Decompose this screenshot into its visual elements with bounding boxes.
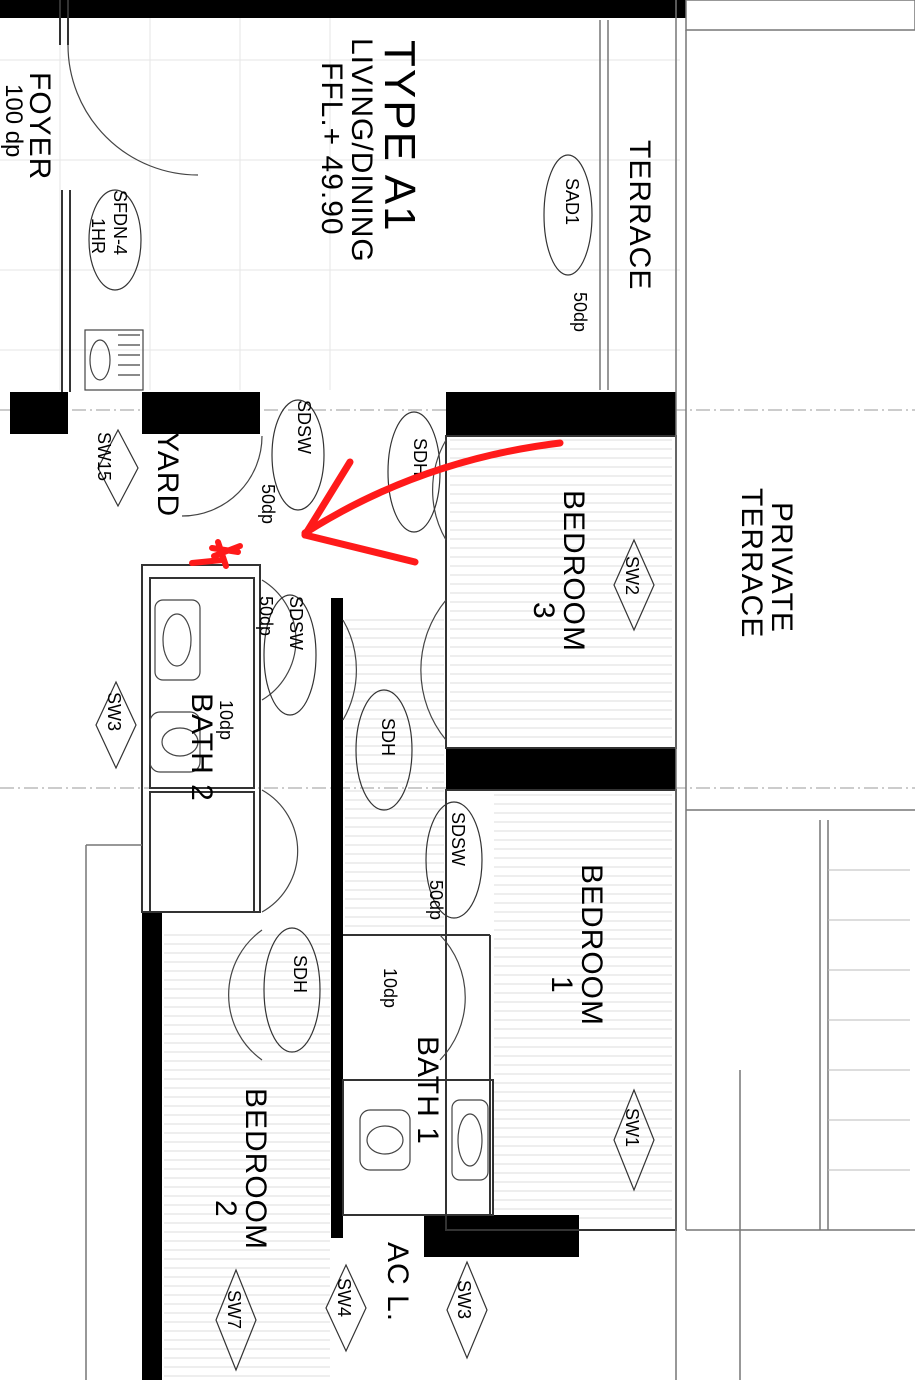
room-labels: TYPE A1 LIVING/DINING FFL.+ 49.90 FOYER … [0, 38, 798, 1322]
sdsw-bath-2-tag: SDSW [286, 596, 306, 650]
tag-labels: SFDN-4 1HR SAD1 50dp SDSW 50dp SDH SDSW … [88, 178, 642, 1329]
sdsw-bath-1-tag: SDSW [448, 812, 468, 866]
sdsw-yard-dp-tag: 50dp [258, 484, 278, 524]
sdh-bedroom-3-tag: SDH [410, 438, 430, 476]
arrow-head-upper [301, 458, 354, 539]
sdh-bedroom-2-tag: SDH [290, 955, 310, 993]
arrow-shaft [301, 439, 564, 537]
light-grid [0, 0, 680, 390]
private-terrace-label-1: PRIVATE [765, 502, 798, 633]
bedroom-3-number: 3 [527, 602, 560, 620]
sanitary-fixtures [84, 329, 489, 1181]
bath-2-label: BATH 2 [185, 693, 218, 802]
terrace-railing [828, 869, 910, 1171]
door-swings [67, 44, 466, 1061]
sdsw-bath-2-dp-tag: 50dp [256, 596, 276, 636]
foyer-dp-label: 100 dp [0, 84, 27, 157]
bedroom-3-label: BEDROOM [557, 490, 590, 652]
ac-ledge-label: AC L. [381, 1242, 414, 1322]
private-terrace-label-2: TERRACE [735, 488, 768, 638]
red-annotation-arrow [301, 439, 564, 566]
sfdn-tag-line-1: SFDN-4 [110, 190, 130, 255]
bedroom-2-label: BEDROOM [239, 1088, 272, 1250]
red-annotation-mark [189, 539, 243, 569]
sfdn-tag-line-2: 1HR [88, 218, 108, 254]
foyer-label: FOYER [23, 72, 56, 180]
arrow-head-lower [301, 531, 419, 566]
sw3-right-tag: SW3 [454, 1280, 474, 1319]
yard-label: YARD [151, 432, 184, 517]
living-dining-label: LIVING/DINING [345, 38, 378, 263]
bedroom-2-number: 2 [209, 1200, 242, 1218]
sw4-tag: SW4 [334, 1278, 354, 1317]
sdh-hall-tag: SDH [378, 718, 398, 756]
sw2-tag: SW2 [622, 556, 642, 595]
sdsw-bath-1-dp-tag: 50dp [426, 880, 446, 920]
floor-hatching [164, 439, 672, 1377]
terrace-label: TERRACE [623, 140, 656, 290]
terrace-outlines [85, 0, 915, 1380]
sdsw-yard-tag: SDSW [294, 400, 314, 454]
bedroom-1-label: BEDROOM [575, 864, 608, 1026]
sw3-left-tag: SW3 [104, 692, 124, 731]
sad1-tag: SAD1 [562, 178, 582, 225]
bath-1-dp-tag: 10dp [380, 968, 400, 1008]
ffl-label: FFL.+ 49.90 [315, 62, 348, 236]
structural-walls [0, 0, 686, 1380]
bedroom-1-number: 1 [545, 976, 578, 994]
sw15-tag: SW15 [94, 432, 114, 481]
sw7-tag: SW7 [224, 1290, 244, 1329]
tag-ellipses [88, 154, 655, 1372]
bath-1-label: BATH 1 [411, 1036, 444, 1145]
plan-title: TYPE A1 [375, 40, 424, 233]
sad1-dp-tag: 50dp [570, 292, 590, 332]
sw1-tag: SW1 [622, 1108, 642, 1147]
bath-2-dp-tag: 10dp [216, 700, 236, 740]
